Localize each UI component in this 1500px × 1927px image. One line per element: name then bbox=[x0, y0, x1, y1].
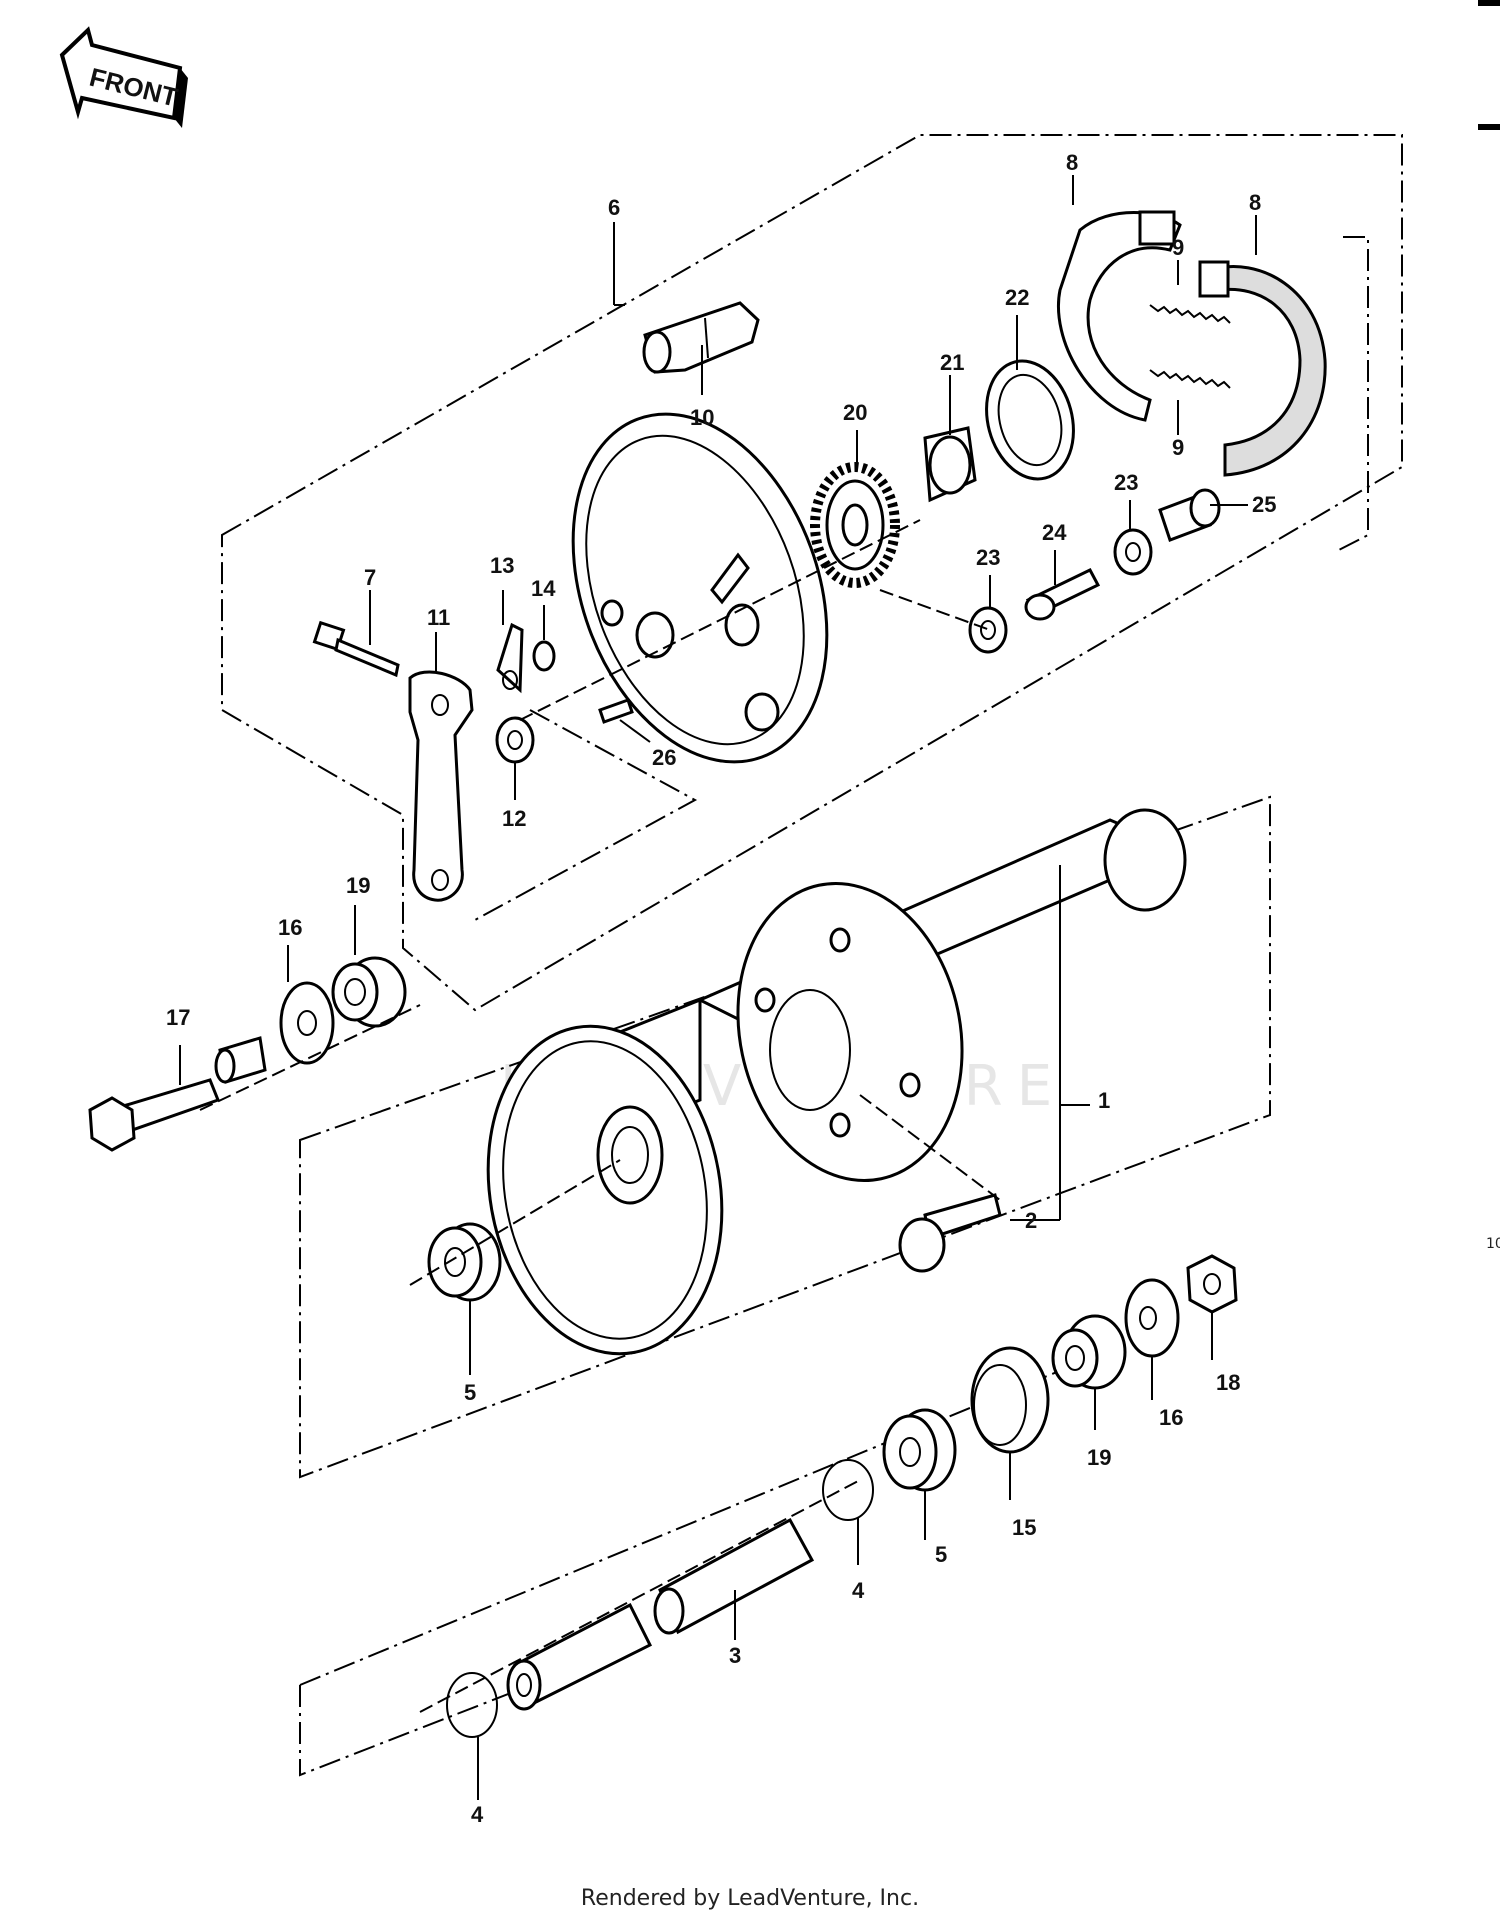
brake-shoe-group-outline bbox=[1334, 236, 1369, 553]
brake-shoe-right bbox=[1198, 260, 1327, 477]
washer-16-left bbox=[279, 981, 335, 1065]
callouts: 1 2 3 4 4 5 5 6 7 8 8 9 9 10 11 12 13 14… bbox=[166, 150, 1276, 1827]
hub-seal bbox=[970, 1346, 1050, 1454]
lever-nut bbox=[495, 716, 535, 764]
brake-cam-lever bbox=[408, 670, 474, 902]
callout-6: 6 bbox=[608, 195, 620, 220]
callout-12: 12 bbox=[502, 806, 526, 831]
collar-19-left bbox=[331, 956, 407, 1028]
callout-19-left: 19 bbox=[346, 873, 370, 898]
callout-25: 25 bbox=[1252, 492, 1276, 517]
callout-9-top: 9 bbox=[1172, 235, 1184, 260]
callout-22: 22 bbox=[1005, 285, 1029, 310]
callout-5-left: 5 bbox=[464, 1380, 476, 1405]
bearing-5-left bbox=[427, 1222, 502, 1302]
brake-shoe-left bbox=[1057, 210, 1182, 422]
gear-retainer bbox=[923, 426, 977, 503]
corner-mark bbox=[1478, 124, 1500, 130]
callout-14: 14 bbox=[531, 576, 556, 601]
dowel-pin bbox=[598, 698, 634, 724]
callout-5-right: 5 bbox=[935, 1542, 947, 1567]
corner-mark bbox=[1478, 0, 1500, 6]
rear-hub bbox=[486, 808, 1187, 1356]
callout-7: 7 bbox=[364, 565, 376, 590]
collar-19-right bbox=[1051, 1314, 1127, 1390]
callout-9-bottom: 9 bbox=[1172, 435, 1184, 460]
leader-lines bbox=[179, 175, 1257, 1800]
grease-seal bbox=[985, 359, 1075, 481]
callout-4-right: 4 bbox=[852, 1578, 865, 1603]
callout-15: 15 bbox=[1012, 1515, 1036, 1540]
axle-nut bbox=[1186, 1254, 1238, 1314]
callout-13: 13 bbox=[490, 553, 514, 578]
speedometer-pinion bbox=[1024, 568, 1101, 621]
callout-11: 11 bbox=[427, 605, 450, 630]
side-page-number: 10 bbox=[1486, 1236, 1500, 1252]
callout-23-lower: 23 bbox=[976, 545, 1000, 570]
callout-1: 1 bbox=[1098, 1088, 1110, 1113]
callout-26: 26 bbox=[652, 745, 676, 770]
callout-2: 2 bbox=[1025, 1208, 1037, 1233]
callout-24: 24 bbox=[1042, 520, 1067, 545]
washer-23-upper bbox=[1113, 528, 1153, 576]
brake-cam-shaft bbox=[642, 301, 760, 374]
footer-credit: Rendered by LeadVenture, Inc. bbox=[580, 1886, 920, 1911]
callout-20: 20 bbox=[843, 400, 867, 425]
callout-23-upper: 23 bbox=[1114, 470, 1138, 495]
callout-10: 10 bbox=[690, 405, 714, 430]
lever-bolt bbox=[312, 620, 400, 678]
callout-16-left: 16 bbox=[278, 915, 302, 940]
callout-21: 21 bbox=[940, 350, 964, 375]
hub-bolt bbox=[898, 1193, 1002, 1273]
brake-panel bbox=[571, 412, 829, 764]
bearing-5-right bbox=[882, 1408, 957, 1492]
circlip-4-left bbox=[446, 1672, 498, 1738]
pinion-bushing bbox=[1158, 488, 1221, 542]
lever-group-outline bbox=[474, 709, 698, 921]
axle-bolt bbox=[88, 1036, 267, 1152]
circlip-4-right bbox=[822, 1459, 874, 1521]
callout-19-right: 19 bbox=[1087, 1445, 1111, 1470]
washer-16-right bbox=[1124, 1278, 1180, 1358]
speedometer-gear bbox=[810, 462, 900, 588]
front-arrow-icon: FRONT bbox=[59, 26, 188, 128]
brake-panel-group-outline bbox=[221, 134, 1403, 1012]
callout-16-right: 16 bbox=[1159, 1405, 1183, 1430]
callout-17: 17 bbox=[166, 1005, 190, 1030]
o-ring-14 bbox=[532, 640, 556, 672]
wear-indicator bbox=[496, 622, 524, 694]
callout-4-left: 4 bbox=[471, 1802, 484, 1827]
callout-3: 3 bbox=[729, 1643, 741, 1668]
callout-8-right: 8 bbox=[1249, 190, 1261, 215]
callout-18: 18 bbox=[1216, 1370, 1240, 1395]
washer-23-lower bbox=[968, 606, 1008, 654]
distance-collar bbox=[506, 1517, 815, 1711]
callout-8-left: 8 bbox=[1066, 150, 1078, 175]
axle-group-outline bbox=[299, 1349, 1111, 1777]
brake-shoe-spring-bottom bbox=[1149, 369, 1231, 389]
brake-shoe-spring-top bbox=[1149, 304, 1231, 324]
